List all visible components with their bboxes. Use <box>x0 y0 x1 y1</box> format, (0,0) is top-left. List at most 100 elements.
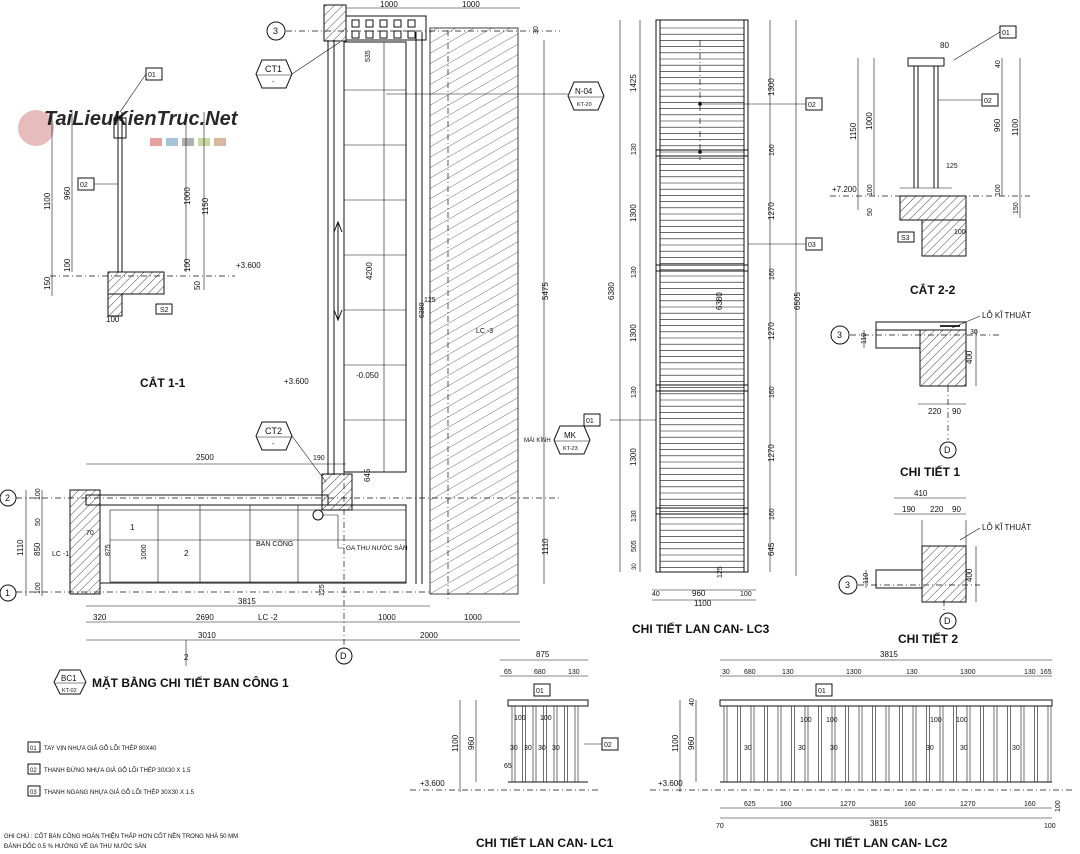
lc2-baluster <box>966 705 971 783</box>
svg-text:1270: 1270 <box>767 202 776 220</box>
lc2-baluster <box>777 705 782 783</box>
svg-text:1425: 1425 <box>629 74 638 92</box>
svg-text:100: 100 <box>956 717 968 724</box>
legend-item-2: THANH ĐỨNG NHỰA GIẢ GỖ LÕI THÉP 30X30 X … <box>44 767 191 774</box>
svg-text:50: 50 <box>193 281 202 290</box>
svg-text:110: 110 <box>863 573 870 584</box>
svg-text:6380: 6380 <box>715 292 724 310</box>
detail-1: 3 LỖ KĨ THUẬT 110 30 400 220 90 D CHI TI… <box>830 311 1031 479</box>
svg-text:S3: S3 <box>901 235 910 242</box>
svg-text:30: 30 <box>1012 745 1020 752</box>
svg-text:1300: 1300 <box>767 78 776 96</box>
svg-text:960: 960 <box>63 186 72 200</box>
lc2-baluster <box>791 705 795 783</box>
svg-text:680: 680 <box>744 669 756 676</box>
svg-text:100: 100 <box>1055 800 1062 812</box>
section-2-title: CẮT 2-2 <box>910 282 956 297</box>
svg-text:1110: 1110 <box>16 539 25 556</box>
svg-text:125: 125 <box>319 584 326 596</box>
legend: 01 TAY VỊN NHỰA GIẢ GỖ LÕI THÉP 80X40 02… <box>4 741 238 850</box>
svg-text:1300: 1300 <box>629 204 638 222</box>
svg-text:30: 30 <box>960 745 968 752</box>
svg-text:130: 130 <box>1024 669 1036 676</box>
svg-text:410: 410 <box>914 489 928 498</box>
svg-text:960: 960 <box>467 736 476 750</box>
lc2-baluster <box>1020 705 1025 783</box>
svg-text:130: 130 <box>631 386 638 398</box>
lc1-baluster <box>543 705 547 783</box>
section-1-title: CẮT 1-1 <box>140 375 186 390</box>
svg-text:1100: 1100 <box>694 599 712 608</box>
svg-text:03: 03 <box>30 790 37 796</box>
svg-text:100: 100 <box>954 229 966 236</box>
plan-title: MẶT BẰNG CHI TIẾT BAN CÔNG 1 <box>92 675 289 690</box>
svg-text:03: 03 <box>808 242 816 249</box>
note-line-1: GHI CHÚ : CỐT BAN CÔNG HOÀN THIỆN THẤP H… <box>4 832 238 840</box>
svg-text:KT-02: KT-02 <box>62 688 77 694</box>
svg-text:1000: 1000 <box>464 613 482 622</box>
svg-text:400: 400 <box>965 350 974 364</box>
svg-text:125: 125 <box>946 163 958 170</box>
svg-text:1150: 1150 <box>849 122 858 140</box>
detail-2-title: CHI TIẾT 2 <box>898 631 958 646</box>
note-line-2: ĐÁNH DỐC 0.5 % HƯỚNG VỀ GA THU NƯỚC SÀN <box>4 843 146 850</box>
svg-text:+3.600: +3.600 <box>236 261 261 270</box>
svg-text:960: 960 <box>993 118 1002 132</box>
lc1-baluster <box>522 705 526 783</box>
tag-bc1: BC1 KT-02 <box>53 669 87 695</box>
svg-text:N-04: N-04 <box>575 87 593 96</box>
svg-text:535: 535 <box>365 50 372 62</box>
svg-text:1270: 1270 <box>767 322 776 340</box>
svg-text:150: 150 <box>43 276 52 290</box>
svg-text:100: 100 <box>35 488 42 500</box>
lc2-baluster <box>953 705 957 783</box>
svg-text:165: 165 <box>1040 669 1052 676</box>
svg-text:400: 400 <box>965 568 974 582</box>
svg-text:02: 02 <box>604 742 612 749</box>
svg-text:01: 01 <box>1002 30 1010 37</box>
lc2-balusters <box>723 705 1052 783</box>
svg-text:160: 160 <box>769 268 776 280</box>
svg-text:BC1: BC1 <box>61 674 77 683</box>
svg-text:2000: 2000 <box>420 631 438 640</box>
svg-text:1300: 1300 <box>629 324 638 342</box>
svg-text:30: 30 <box>524 745 532 752</box>
svg-text:70: 70 <box>86 530 94 537</box>
svg-text:130: 130 <box>631 510 638 522</box>
lc2-baluster <box>872 705 876 783</box>
svg-text:3815: 3815 <box>238 597 256 606</box>
svg-text:+3.600: +3.600 <box>284 377 309 386</box>
svg-text:30: 30 <box>510 745 518 752</box>
svg-text:110: 110 <box>861 333 868 344</box>
svg-text:30: 30 <box>538 745 546 752</box>
detail-1-title: CHI TIẾT 1 <box>900 464 960 479</box>
svg-text:1270: 1270 <box>960 801 976 808</box>
svg-text:125: 125 <box>424 297 436 304</box>
top-bolts <box>351 19 416 39</box>
svg-text:645: 645 <box>767 542 776 556</box>
svg-text:1000: 1000 <box>183 187 192 205</box>
lc2-baluster <box>764 705 768 783</box>
svg-text:1: 1 <box>5 588 10 598</box>
svg-text:BAN CÔNG: BAN CÔNG <box>256 539 293 548</box>
svg-text:65: 65 <box>504 669 512 676</box>
lc3-post <box>655 264 749 272</box>
legend-item-1: TAY VỊN NHỰA GIẢ GỖ LÕI THÉP 80X40 <box>44 745 157 752</box>
svg-text:1270: 1270 <box>840 801 856 808</box>
svg-text:30: 30 <box>552 745 560 752</box>
svg-text:3: 3 <box>837 330 842 340</box>
svg-text:MK: MK <box>564 431 577 440</box>
lc2-baluster <box>1007 705 1011 783</box>
svg-text:3815: 3815 <box>870 819 888 828</box>
svg-text:30: 30 <box>722 669 730 676</box>
svg-text:625: 625 <box>744 801 756 808</box>
svg-text:160: 160 <box>1024 801 1036 808</box>
svg-text:30: 30 <box>744 745 752 752</box>
lc1-baluster <box>532 705 537 783</box>
lc3-post <box>655 149 749 157</box>
svg-text:100: 100 <box>826 717 838 724</box>
svg-text:D: D <box>340 651 347 661</box>
svg-text:160: 160 <box>780 801 792 808</box>
svg-text:01: 01 <box>148 72 156 79</box>
